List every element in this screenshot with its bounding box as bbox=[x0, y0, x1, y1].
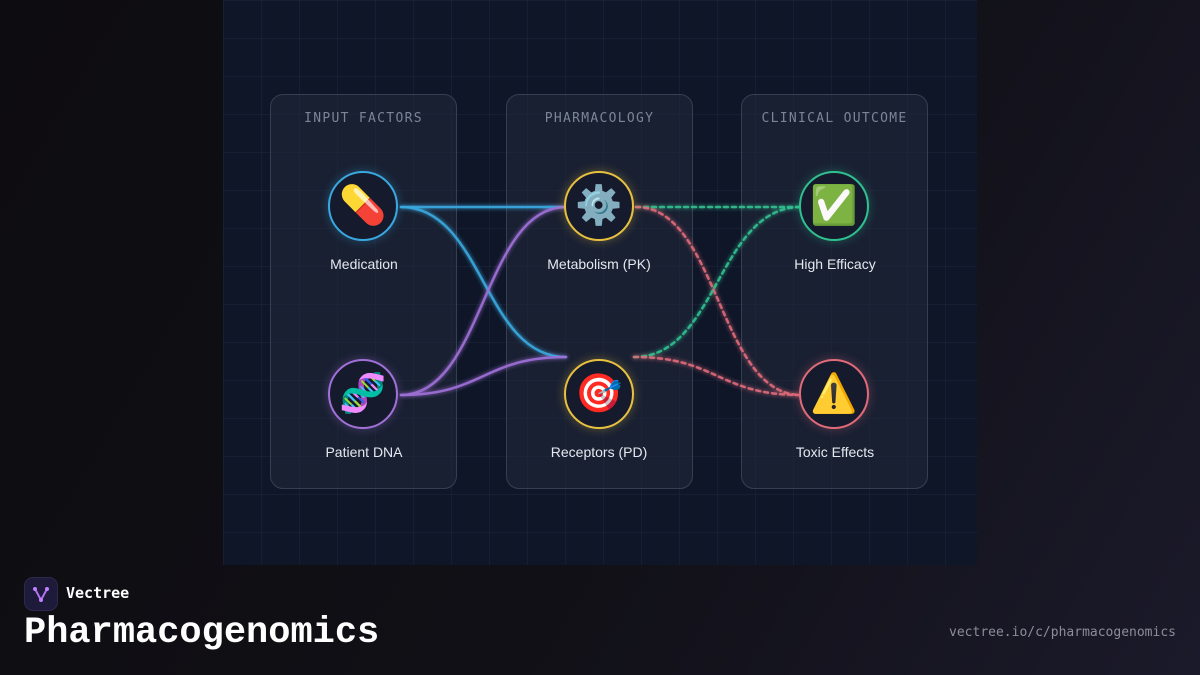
column-input-factors: INPUT FACTORS bbox=[270, 94, 457, 489]
node-receptors[interactable]: 🎯 bbox=[564, 359, 634, 429]
page-title: Pharmacogenomics bbox=[24, 612, 380, 654]
pill-icon: 💊 bbox=[339, 185, 387, 227]
node-label-toxic-effects: Toxic Effects bbox=[795, 444, 875, 460]
node-metabolism[interactable]: ⚙️ bbox=[564, 171, 634, 241]
column-pharmacology: PHARMACOLOGY bbox=[506, 94, 693, 489]
target-icon: 🎯 bbox=[575, 373, 623, 415]
node-high-efficacy[interactable]: ✅ bbox=[799, 171, 869, 241]
node-patient-dna[interactable]: 🧬 bbox=[328, 359, 398, 429]
check-icon: ✅ bbox=[810, 185, 858, 227]
vectree-logo-icon bbox=[24, 577, 58, 611]
column-clinical-outcome: CLINICAL OUTCOME bbox=[741, 94, 928, 489]
node-label-metabolism: Metabolism (PK) bbox=[547, 256, 651, 272]
page-url[interactable]: vectree.io/c/pharmacogenomics bbox=[949, 625, 1176, 640]
brand-name: Vectree bbox=[66, 584, 130, 602]
column-title: CLINICAL OUTCOME bbox=[761, 111, 908, 126]
warning-icon: ⚠️ bbox=[810, 373, 858, 415]
column-title: PHARMACOLOGY bbox=[544, 111, 655, 126]
column-title: INPUT FACTORS bbox=[304, 111, 423, 126]
node-label-receptors: Receptors (PD) bbox=[550, 444, 648, 460]
node-label-medication: Medication bbox=[330, 256, 398, 272]
node-label-patient-dna: Patient DNA bbox=[325, 444, 403, 460]
node-toxic-effects[interactable]: ⚠️ bbox=[799, 359, 869, 429]
node-label-high-efficacy: High Efficacy bbox=[794, 256, 876, 272]
gear-icon: ⚙️ bbox=[575, 185, 623, 227]
dna-icon: 🧬 bbox=[339, 373, 387, 415]
node-medication[interactable]: 💊 bbox=[328, 171, 398, 241]
